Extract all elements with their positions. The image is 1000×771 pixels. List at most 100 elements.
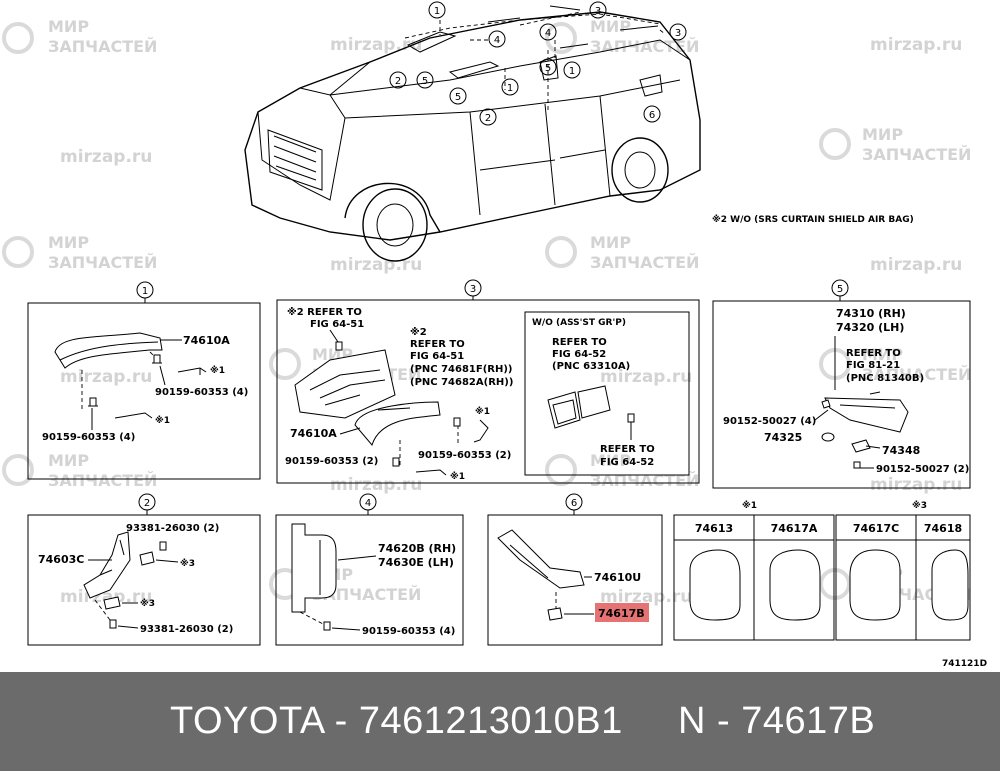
- watermark: mirzap.ru: [330, 475, 422, 495]
- part-90152-50027[interactable]: 90152-50027 (4): [723, 416, 816, 427]
- panel-1: 1 74610A ※1 90159-60353 (4) ※1 90159-603…: [27, 281, 261, 480]
- svg-text:ЗАПЧАСТЕЙ: ЗАПЧАСТЕЙ: [590, 37, 699, 56]
- highlight-74617B: [595, 603, 649, 622]
- part-90152-50027[interactable]: 90152-50027 (2): [876, 464, 969, 475]
- variant-74618[interactable]: 74618: [915, 514, 971, 641]
- watermark: МИР ЗАПЧАСТЕЙ: [545, 233, 699, 272]
- part-90159-60353[interactable]: 90159-60353 (2): [285, 456, 378, 467]
- panel-5-callout[interactable]: 5: [831, 279, 849, 297]
- panel-4: 4 74620B (RH) 74630E (LH) 90159-60353 (4…: [275, 493, 464, 646]
- part-93381-26030[interactable]: 93381-26030 (2): [140, 624, 233, 635]
- part-74325[interactable]: 74325: [764, 431, 802, 444]
- svg-text:МИР: МИР: [48, 17, 89, 36]
- mark-1: ※1: [210, 365, 225, 376]
- mark-1: ※1: [450, 471, 465, 482]
- callout-1[interactable]: 1: [563, 61, 581, 79]
- part-74610A[interactable]: 74610A: [183, 334, 230, 347]
- ref-fig-64-51: REFER TO: [410, 339, 465, 350]
- callout-2[interactable]: 2: [389, 71, 407, 89]
- ref-pnc-74682A: (PNC 74682A(RH)): [410, 377, 513, 388]
- ref-fig-81-21: REFER TO: [846, 348, 901, 359]
- svg-text:ЗАПЧАСТЕЙ: ЗАПЧАСТЕЙ: [862, 145, 971, 164]
- callout-5[interactable]: 5: [449, 87, 467, 105]
- panel-2: 2 93381-26030 (2) ※3 74603C ※3 93381-260…: [27, 493, 261, 646]
- callout-3[interactable]: 3: [669, 23, 687, 41]
- svg-text:2: 2: [485, 113, 491, 124]
- svg-text:ЗАПЧАСТЕЙ: ЗАПЧАСТЕЙ: [48, 471, 157, 490]
- ref-fig-64-52: REFER TO: [552, 337, 607, 348]
- part-90159-60353[interactable]: 90159-60353 (2): [418, 450, 511, 461]
- svg-text:МИР: МИР: [862, 345, 903, 364]
- svg-text:6: 6: [571, 498, 577, 509]
- watermark: mirzap.ru: [60, 147, 152, 167]
- part-90159-60353[interactable]: 90159-60353 (4): [362, 626, 455, 637]
- ref-fig-64-52: FIG 64-52: [600, 457, 654, 468]
- part-74617B[interactable]: 74617B: [598, 607, 645, 620]
- watermark: mirzap.ru: [600, 587, 692, 607]
- svg-text:МИР: МИР: [590, 233, 631, 252]
- part-74620B[interactable]: 74620B (RH): [378, 542, 456, 555]
- variant-74617A[interactable]: 74617A: [753, 514, 835, 641]
- svg-text:3: 3: [595, 6, 601, 17]
- part-74610U[interactable]: 74610U: [594, 571, 641, 584]
- callout-6[interactable]: 6: [643, 105, 661, 123]
- panel-2-callout[interactable]: 2: [138, 493, 156, 511]
- callout-5[interactable]: 5: [416, 71, 434, 89]
- part-74320[interactable]: 74320 (LH): [836, 321, 904, 334]
- variant-panels: ※1 ※3 74613 74617A 74617C 74618: [673, 500, 971, 641]
- watermark: МИР ЗАПЧАСТЕЙ: [2, 451, 157, 490]
- part-90159-60353[interactable]: 90159-60353 (4): [42, 432, 135, 443]
- callout-2[interactable]: 2: [479, 108, 497, 126]
- part-74348[interactable]: 74348: [882, 444, 920, 457]
- svg-text:ЗАПЧАСТЕЙ: ЗАПЧАСТЕЙ: [590, 253, 699, 272]
- callout-1[interactable]: 1: [428, 1, 446, 19]
- panel-6: 6 74610U 74617B: [487, 493, 663, 646]
- part-90159-60353[interactable]: 90159-60353 (4): [155, 387, 248, 398]
- panel-1-callout[interactable]: 1: [136, 281, 154, 299]
- callout-4[interactable]: 4: [539, 23, 557, 41]
- svg-text:1: 1: [507, 83, 513, 94]
- part-74310[interactable]: 74310 (RH): [836, 307, 906, 320]
- part-74610A[interactable]: 74610A: [290, 427, 337, 440]
- mark-3: ※3: [180, 558, 195, 569]
- ref-fig-64-51: ※2 REFER TO: [287, 306, 362, 318]
- svg-text:МИР: МИР: [590, 451, 631, 470]
- svg-text:6: 6: [649, 110, 655, 121]
- variant-label: 74618: [924, 522, 962, 535]
- group-mark-1: ※1: [742, 500, 757, 511]
- ref-fig-64-51: FIG 64-51: [410, 351, 464, 362]
- wo-assist-grip-box: [524, 311, 690, 476]
- svg-text:1: 1: [142, 286, 148, 297]
- part-74630E[interactable]: 74630E (LH): [378, 556, 454, 569]
- watermark: МИР ЗАПЧАСТЕЙ: [2, 17, 157, 56]
- svg-text:4: 4: [494, 35, 500, 46]
- watermark: mirzap.ru: [60, 367, 152, 387]
- callout-3[interactable]: 3: [589, 1, 607, 19]
- footer-bar: TOYOTA - 7461213010B1 N - 74617B: [0, 672, 1000, 771]
- watermark: mirzap.ru: [330, 255, 422, 275]
- watermark: mirzap.ru: [870, 255, 962, 275]
- svg-text:МИР: МИР: [862, 125, 903, 144]
- watermark: МИР ЗАПЧАСТЕЙ: [2, 233, 157, 272]
- part-74603C[interactable]: 74603C: [38, 553, 84, 566]
- ref-fig-64-52: FIG 64-52: [552, 349, 606, 360]
- svg-text:МИР: МИР: [48, 451, 89, 470]
- variant-74617C[interactable]: 74617C: [835, 514, 917, 641]
- panel-4-callout[interactable]: 4: [359, 493, 377, 511]
- group-mark-3: ※3: [912, 500, 927, 511]
- svg-text:2: 2: [395, 76, 401, 87]
- svg-text:1: 1: [569, 66, 575, 77]
- callout-1[interactable]: 1: [501, 78, 519, 96]
- svg-text:МИР: МИР: [590, 17, 631, 36]
- panel-6-callout[interactable]: 6: [565, 493, 583, 511]
- panel-3-callout[interactable]: 3: [464, 279, 482, 297]
- svg-text:2: 2: [144, 498, 150, 509]
- watermark: МИР ЗАПЧАСТЕЙ: [545, 451, 699, 490]
- diagram-code: 741121D: [942, 659, 987, 669]
- callout-5[interactable]: 5: [539, 58, 557, 76]
- variant-74613[interactable]: 74613: [673, 514, 755, 641]
- part-93381-26030[interactable]: 93381-26030 (2): [126, 523, 219, 534]
- watermark: mirzap.ru: [60, 587, 152, 607]
- svg-text:5: 5: [545, 63, 551, 74]
- callout-4[interactable]: 4: [488, 30, 506, 48]
